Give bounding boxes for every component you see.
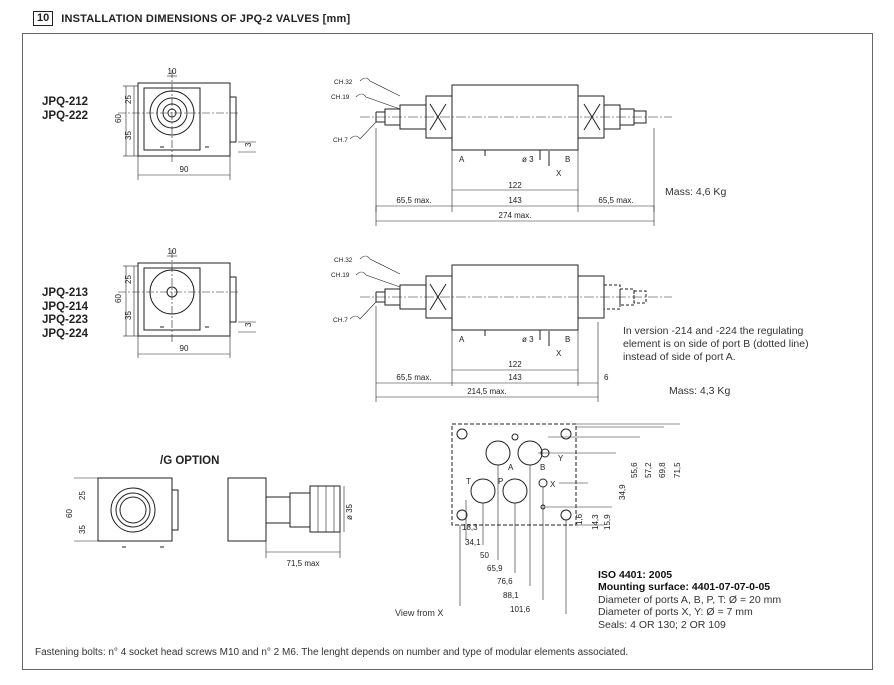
port-label: A bbox=[459, 155, 465, 164]
port-label: P bbox=[498, 477, 503, 486]
model-label: JPQ-223 bbox=[42, 314, 89, 326]
dim-label: 14,3 bbox=[591, 514, 600, 530]
port-label: B bbox=[540, 463, 545, 472]
dim-label: 88,1 bbox=[503, 591, 519, 600]
dim-label: CH.19 bbox=[331, 94, 350, 101]
note-line: In version -214 and -224 the regulating bbox=[623, 325, 804, 337]
front-view-2 bbox=[118, 250, 256, 358]
version-note: In version -214 and -224 the regulating … bbox=[623, 325, 809, 364]
model-label: JPQ-224 bbox=[42, 327, 89, 340]
dim-label: 274 max. bbox=[499, 211, 532, 220]
dim-label: CH.7 bbox=[333, 137, 348, 144]
model-label: JPQ-214 bbox=[42, 300, 89, 313]
port-label: B bbox=[565, 155, 570, 164]
port-label: T bbox=[466, 477, 471, 486]
dim-label: 65,5 max. bbox=[396, 196, 431, 205]
section-header: 10 INSTALLATION DIMENSIONS OF JPQ-2 VALV… bbox=[33, 11, 350, 26]
mass-label-2: Mass: 4,3 Kg bbox=[669, 385, 731, 397]
model-label: JPQ-222 bbox=[42, 109, 89, 122]
dim-label: 90 bbox=[180, 344, 189, 353]
model-list-1: JPQ-212 JPQ-222 bbox=[42, 96, 88, 123]
dim-label: 50 bbox=[480, 551, 489, 560]
model-label: JPQ-213 bbox=[42, 287, 89, 299]
dim-label: 10 bbox=[168, 247, 177, 256]
dim-label: CH.32 bbox=[334, 79, 353, 86]
side-view-2 bbox=[349, 255, 672, 402]
dim-label: 34,9 bbox=[618, 484, 627, 500]
dim-label: 25 bbox=[124, 275, 133, 284]
dim-label: 60 bbox=[114, 294, 123, 303]
dim-label: 60 bbox=[65, 509, 74, 518]
port-label: X bbox=[550, 480, 556, 489]
dim-label: 71,5 bbox=[673, 462, 682, 478]
drawing-frame bbox=[22, 33, 873, 670]
dim-label: 3 bbox=[244, 322, 253, 327]
dim-label: ø 3 bbox=[522, 155, 534, 164]
note-line: element is on side of port B (dotted lin… bbox=[623, 338, 809, 350]
dim-label: 6 bbox=[604, 373, 609, 382]
dim-label: 65,5 max. bbox=[598, 196, 633, 205]
dim-label: 55,6 bbox=[630, 462, 639, 478]
note-line: instead of side of port A. bbox=[623, 351, 736, 363]
dim-label: CH.7 bbox=[333, 317, 348, 324]
iso-line: Seals: 4 OR 130; 2 OR 109 bbox=[598, 618, 726, 631]
dim-label: CH.32 bbox=[334, 257, 353, 264]
dim-label: CH.19 bbox=[331, 272, 350, 279]
port-label: A bbox=[459, 335, 465, 344]
dim-label: ø 3 bbox=[522, 335, 534, 344]
iso-line: Diameter of ports X, Y: Ø = 7 mm bbox=[598, 606, 753, 619]
dim-label: 69,8 bbox=[658, 462, 667, 478]
iso-spec-block: ISO 4401: 2005 Mounting surface: 4401-07… bbox=[598, 569, 781, 631]
port-label: Y bbox=[558, 454, 564, 463]
dim-label: 25 bbox=[124, 95, 133, 104]
dim-label: 1,6 bbox=[575, 513, 584, 525]
iso-mounting: Mounting surface: 4401-07-07-0-05 bbox=[598, 581, 771, 594]
dim-label: 10 bbox=[168, 67, 177, 76]
dim-label: 76,6 bbox=[497, 577, 513, 586]
g-option-views bbox=[74, 477, 345, 558]
view-from-x-label: View from X bbox=[395, 608, 444, 618]
model-label: JPQ-212 bbox=[42, 96, 89, 108]
dim-label: 57,2 bbox=[644, 462, 653, 478]
iso-title: ISO 4401: 2005 bbox=[598, 569, 673, 581]
dim-label: 18,3 bbox=[462, 523, 478, 532]
front-view-1 bbox=[118, 70, 256, 180]
port-label: A bbox=[508, 463, 514, 472]
footer-note: Fastening bolts: n° 4 socket head screws… bbox=[35, 647, 629, 658]
dim-label: 214,5 max. bbox=[467, 387, 507, 396]
model-list-2: JPQ-213 JPQ-214 JPQ-223 JPQ-224 bbox=[42, 287, 88, 341]
dim-label: 143 bbox=[508, 373, 522, 382]
dim-label: 71,5 max bbox=[287, 559, 320, 568]
port-label: X bbox=[556, 349, 562, 358]
dim-label: 35 bbox=[78, 525, 87, 534]
section-number: 10 bbox=[33, 11, 54, 26]
dim-label: 25 bbox=[78, 491, 87, 500]
port-label: B bbox=[565, 335, 570, 344]
mounting-surface bbox=[451, 423, 680, 614]
iso-line: Diameter of ports A, B, P, T: Ø = 20 mm bbox=[598, 593, 782, 606]
dim-label: 3 bbox=[244, 142, 253, 147]
section-title: INSTALLATION DIMENSIONS OF JPQ-2 VALVES … bbox=[61, 12, 351, 25]
port-label: X bbox=[556, 169, 562, 178]
dim-label: 65,5 max. bbox=[396, 373, 431, 382]
dim-label: ø 35 bbox=[345, 503, 354, 520]
dim-label: 143 bbox=[508, 196, 522, 205]
dim-label: 65,9 bbox=[487, 564, 503, 573]
dim-label: 101,6 bbox=[510, 605, 531, 614]
dim-label: 122 bbox=[508, 360, 522, 369]
dim-label: 90 bbox=[180, 165, 189, 174]
dim-label: 35 bbox=[124, 311, 133, 320]
side-view-1 bbox=[349, 77, 672, 226]
dim-label: 35 bbox=[124, 131, 133, 140]
dim-label: 122 bbox=[508, 181, 522, 190]
dim-label: 34,1 bbox=[465, 538, 481, 547]
mass-label-1: Mass: 4,6 Kg bbox=[665, 186, 727, 198]
dim-label: 60 bbox=[114, 114, 123, 123]
g-option-label: /G OPTION bbox=[160, 455, 220, 467]
dim-label: 15,9 bbox=[603, 514, 612, 530]
